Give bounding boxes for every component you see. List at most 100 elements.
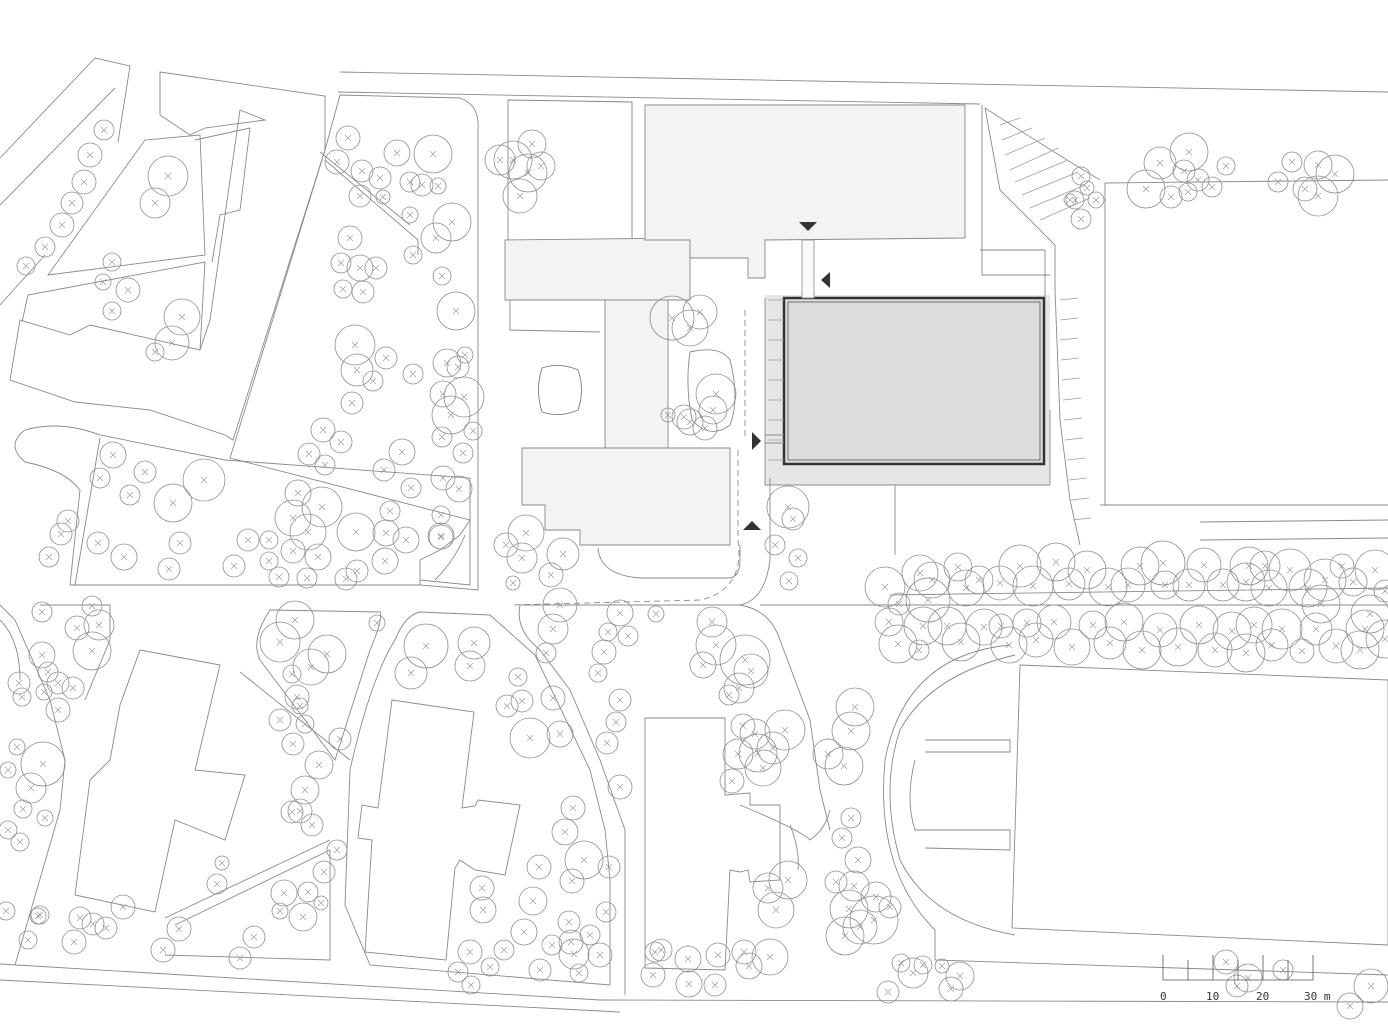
tree-circle-icon <box>1340 630 1380 670</box>
tree-circle-icon <box>1201 176 1223 198</box>
tree-circle-icon <box>757 891 795 929</box>
tree-circle-icon <box>591 639 617 665</box>
tree-circle-icon <box>518 886 548 916</box>
tree-circle-icon <box>163 298 201 336</box>
tree-circle-icon <box>284 684 310 710</box>
tree-circle-icon <box>824 746 864 786</box>
tree-circle-icon <box>56 509 80 533</box>
tree-circle-icon <box>1065 190 1085 210</box>
tree-circle-icon <box>705 942 731 968</box>
tree-circle-icon <box>313 895 329 911</box>
tree-circle-icon <box>154 325 190 361</box>
tree-circle-icon <box>432 266 452 286</box>
tree-circle-icon <box>133 460 157 484</box>
tree-circle-icon <box>735 952 763 980</box>
tree-circle-icon <box>1249 550 1281 582</box>
tree-circle-icon <box>537 613 569 645</box>
tree-circle-icon <box>897 957 929 989</box>
tree-circle-icon <box>270 879 298 907</box>
tree-circle-icon <box>182 458 226 502</box>
tree-circle-icon <box>461 975 481 995</box>
scale-bar: 0 10 20 30 m <box>1160 955 1331 1003</box>
tree-circle-icon <box>887 592 911 616</box>
tree-circle-icon <box>564 840 604 880</box>
tree-circle-icon <box>1169 132 1209 172</box>
tree-circle-icon <box>606 599 634 627</box>
tree-circle-icon <box>535 642 557 664</box>
tree-circle-icon <box>640 962 666 988</box>
tree-circle-icon <box>268 708 292 732</box>
tree-circle-icon <box>10 832 30 852</box>
tree-circle-icon <box>541 934 563 956</box>
tree-circle-icon <box>340 353 374 387</box>
tree-circle-icon <box>410 173 434 197</box>
tree-circle-icon <box>1178 182 1198 202</box>
tree-circle-icon <box>72 631 112 671</box>
tree-circle-icon <box>259 530 279 550</box>
tree-circle-icon <box>368 166 392 190</box>
tree-circle-icon <box>597 855 621 879</box>
tree-circle-icon <box>61 676 85 700</box>
tree-circle-icon <box>1336 992 1364 1020</box>
tree-circle-icon <box>1303 558 1347 602</box>
tree-circle-icon <box>401 206 419 224</box>
tree-circle-icon <box>31 601 53 623</box>
tree-circle-icon <box>1281 151 1303 173</box>
tree-circle-icon <box>829 889 869 929</box>
tree-circle-icon <box>312 860 336 884</box>
tree-circle-icon <box>228 946 252 970</box>
tree-circle-icon <box>371 547 399 575</box>
tree-circle-icon <box>281 732 305 756</box>
tree-circle-icon <box>452 442 474 464</box>
tree-circle-icon <box>660 407 676 423</box>
tree-circle-icon <box>1353 968 1388 1004</box>
tree-circle-icon <box>324 149 350 175</box>
tree-circle-icon <box>595 731 619 755</box>
tree-circle-icon <box>1329 553 1355 579</box>
tree-circle-icon <box>1213 949 1239 975</box>
tree-circle-icon <box>546 537 580 571</box>
tree-circle-icon <box>842 909 878 945</box>
tree-circle-icon <box>280 800 304 824</box>
tree-circle-icon <box>297 881 319 903</box>
tree-circle-icon <box>484 144 516 176</box>
tree-circle-icon <box>508 667 528 687</box>
tree-circle-icon <box>301 486 343 528</box>
tree-circle-icon <box>509 717 551 759</box>
tree-circle-icon <box>379 500 401 522</box>
tree-circle-icon <box>526 151 556 181</box>
tree-circle-icon <box>788 548 808 568</box>
tree-circle-icon <box>429 380 457 408</box>
tree-circle-icon <box>259 551 279 571</box>
tree-circle-icon <box>719 634 771 686</box>
tree-circle-icon <box>429 177 447 195</box>
tree-circle-icon <box>764 709 806 751</box>
tree-circle-icon <box>287 798 313 824</box>
tree-circle-icon <box>145 342 165 362</box>
tree-circle-icon <box>7 671 31 695</box>
tree-circle-icon <box>153 483 193 523</box>
tree-circle-icon <box>528 958 552 982</box>
tree-circle-icon <box>689 651 717 679</box>
tree-circle-icon <box>1186 547 1222 583</box>
tree-circle-icon <box>579 924 601 946</box>
tree-circle-icon <box>698 395 728 425</box>
tree-circle-icon <box>432 202 472 242</box>
tree-circle-icon <box>551 818 579 846</box>
tree-circle-icon <box>1206 568 1240 602</box>
tree-circle-icon <box>831 711 871 751</box>
tree-circle-icon <box>587 942 613 968</box>
tree-circle-icon <box>982 565 1018 601</box>
tree-circle-icon <box>695 373 737 415</box>
tree-circle-icon <box>93 119 115 141</box>
tree-circle-icon <box>383 139 411 167</box>
tree-circle-icon <box>542 587 578 623</box>
tree-circle-icon <box>402 363 424 385</box>
tree-circle-icon <box>1288 568 1328 608</box>
tree-circle-icon <box>876 980 900 1004</box>
tree-circle-icon <box>326 839 348 861</box>
tree-circle-icon <box>81 912 105 936</box>
tree-circle-icon <box>1268 548 1312 592</box>
tree-circle-icon <box>61 929 87 955</box>
